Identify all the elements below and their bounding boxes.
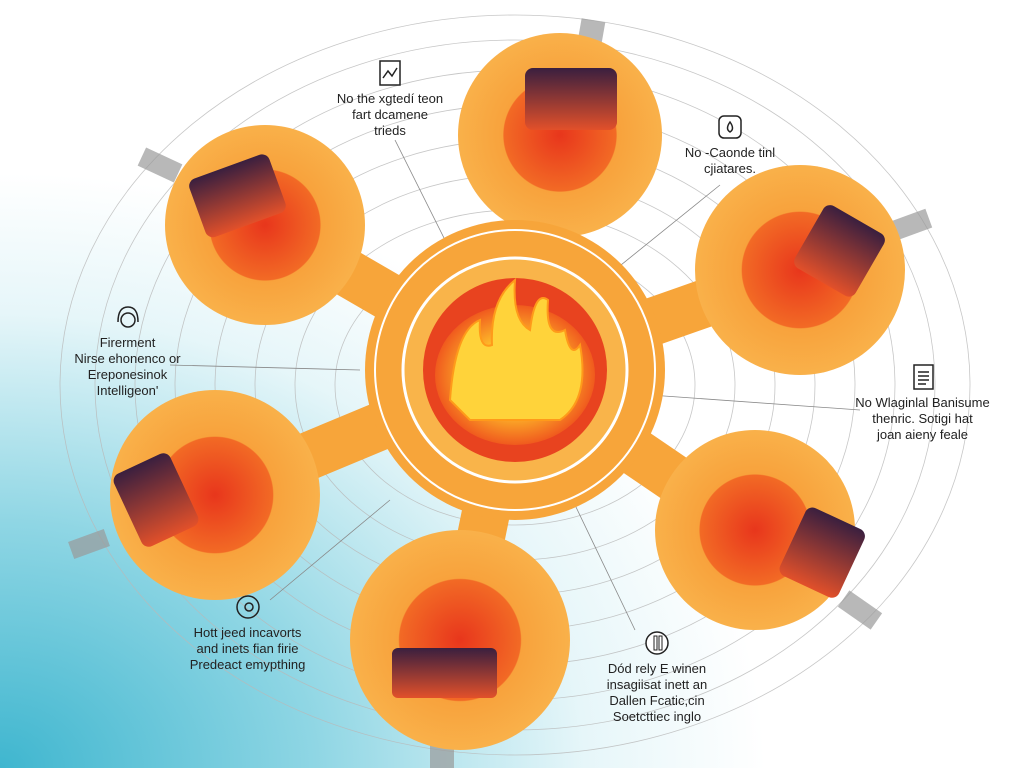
pod-upper-right	[695, 165, 905, 375]
flame-icon	[448, 277, 584, 421]
chair-icon	[794, 205, 885, 297]
chair-icon	[779, 507, 865, 598]
pod-bottom-right	[655, 430, 865, 630]
pod-bottom	[350, 530, 570, 750]
face-flame-icon	[718, 115, 742, 139]
seating-pods	[110, 33, 905, 750]
bottle-circle-icon	[645, 631, 669, 655]
pod-top	[458, 33, 662, 237]
pod-left	[110, 390, 320, 600]
chair-icon	[392, 648, 497, 698]
eye-circle-icon	[235, 595, 260, 619]
document-chart-icon	[379, 60, 401, 86]
central-firepit	[365, 220, 665, 520]
document-list-icon	[912, 364, 934, 390]
chair-icon	[189, 154, 286, 238]
chair-icon	[113, 453, 199, 547]
pod-upper-left	[165, 125, 365, 325]
chair-icon	[525, 68, 617, 130]
headphones-face-icon	[116, 306, 139, 328]
